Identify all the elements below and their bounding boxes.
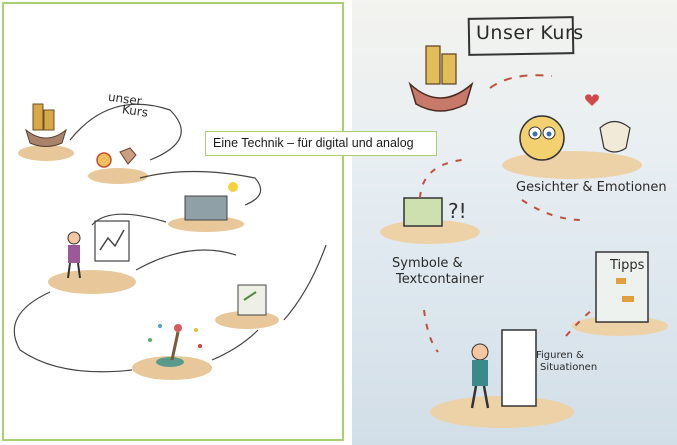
tips-island [572, 251, 668, 336]
label-tips: Tipps [610, 258, 645, 273]
island-card [215, 284, 279, 329]
left-illustration-panel: unser Kurs [2, 2, 344, 441]
caption-box: Eine Technik – für digital und analog [205, 131, 437, 156]
island-screen [168, 182, 244, 232]
island-ship [18, 103, 74, 161]
island-brush [132, 324, 212, 380]
island-faces [88, 147, 148, 184]
left-sketch-drawing [13, 103, 327, 380]
ship-icon [408, 45, 474, 112]
label-figures-line1: Figuren & [536, 350, 584, 361]
left-panel-frame [2, 2, 344, 441]
figures-island [430, 329, 574, 428]
svg-text:?!: ?! [448, 199, 467, 223]
page-title: Unser Kurs [476, 22, 584, 44]
right-sketch-drawing: ?! [380, 45, 668, 428]
label-symbols-line2: Textcontainer [396, 272, 484, 287]
faces-island [502, 94, 642, 179]
label-symbols-line1: Symbole & [392, 256, 463, 271]
label-figures-line2: Situationen [540, 362, 598, 373]
symbols-island: ?! [380, 197, 480, 244]
label-faces: Gesichter & Emotionen [516, 180, 667, 195]
right-flipchart-panel: ?! [352, 0, 677, 445]
island-presenter [48, 220, 136, 294]
